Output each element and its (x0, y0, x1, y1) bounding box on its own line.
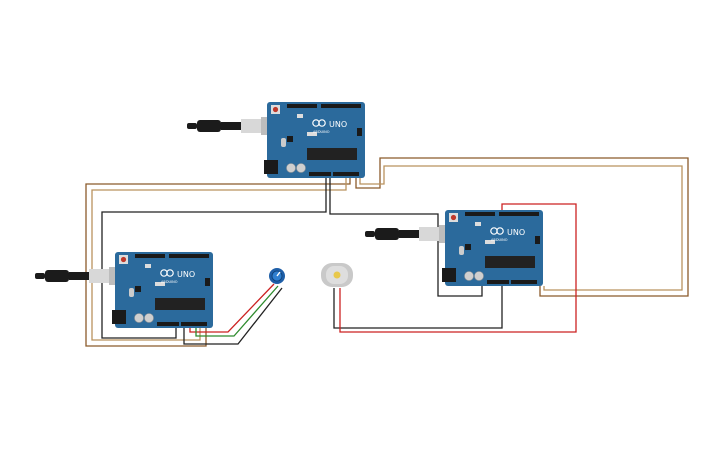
wire-black-top-right[interactable] (329, 178, 483, 297)
uno-board-body (263, 101, 366, 179)
wire-tan-top-right-inner[interactable] (359, 165, 683, 291)
wire-red-motor[interactable] (339, 203, 577, 333)
uno-board-body (441, 209, 544, 287)
board-brand-label: ARDUINO (491, 238, 508, 242)
wire-brown-top-left-outer[interactable] (85, 178, 351, 347)
usb-cable-right[interactable] (365, 225, 455, 243)
board-brand-label: ARDUINO (161, 280, 178, 284)
wire-red-pot[interactable] (189, 283, 275, 333)
arduino-board-top[interactable]: UNO ARDUINO (187, 101, 366, 179)
arduino-board-right[interactable]: UNO ARDUINO (365, 209, 544, 287)
arduino-board-left[interactable]: UNO ARDUINO (35, 251, 214, 329)
potentiometer-icon[interactable] (269, 268, 285, 284)
usb-cable-top[interactable] (187, 117, 277, 135)
uno-board-body (111, 251, 214, 329)
wire-black-motor[interactable] (333, 286, 503, 329)
board-model-label: UNO (177, 270, 195, 279)
board-model-label: UNO (507, 228, 525, 237)
wire-black-pot[interactable] (183, 287, 283, 345)
dc-motor-icon[interactable] (321, 263, 353, 287)
wire-tan-top-left-inner[interactable] (91, 178, 347, 341)
board-model-label: UNO (329, 120, 347, 129)
wire-brown-top-right-outer[interactable] (355, 157, 689, 297)
wire-green-pot[interactable] (195, 285, 279, 337)
usb-cable-left[interactable] (35, 267, 125, 285)
board-brand-label: ARDUINO (313, 130, 330, 134)
